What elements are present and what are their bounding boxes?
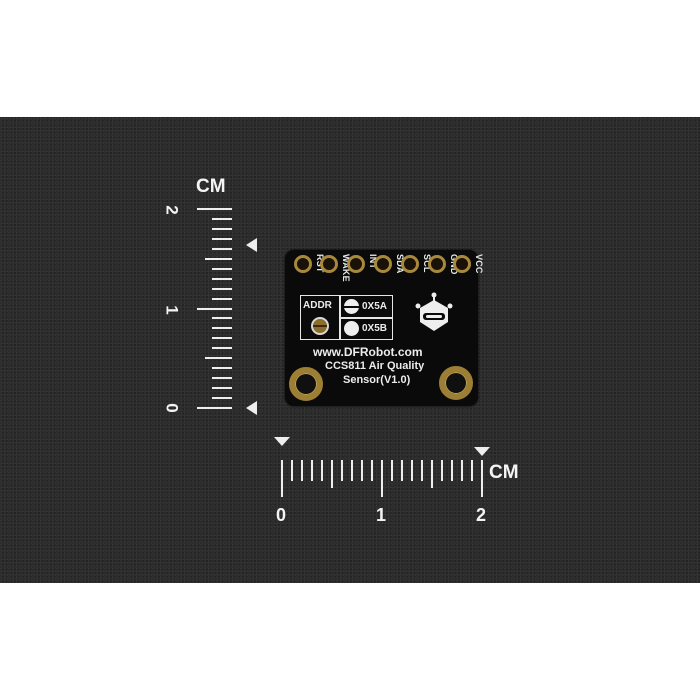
ruler-tick xyxy=(212,237,232,240)
website-text: www.DFRobot.com xyxy=(313,345,423,359)
mounting-hole-right xyxy=(439,366,473,400)
solder-jumper-pad xyxy=(311,317,329,335)
divider xyxy=(339,296,341,339)
ruler-tick xyxy=(205,257,232,260)
ruler-tick xyxy=(212,297,232,300)
vertical-ruler-unit: CM xyxy=(196,176,226,197)
ruler-tick xyxy=(431,460,433,488)
marker-triangle-icon xyxy=(246,238,257,252)
marker-triangle-icon xyxy=(274,437,290,446)
ruler-tick xyxy=(441,460,443,481)
ruler-tick xyxy=(291,460,293,481)
horizontal-ruler-label-2: 2 xyxy=(476,505,487,525)
horizontal-ruler-unit: CM xyxy=(489,462,519,483)
ruler-tick xyxy=(451,460,453,481)
ruler-tick xyxy=(212,337,232,340)
ruler-tick xyxy=(212,317,232,320)
ruler-tick xyxy=(197,208,232,210)
addr-label: ADDR xyxy=(303,300,332,311)
horizontal-ruler-label-1: 1 xyxy=(376,505,387,525)
ruler-tick xyxy=(205,357,232,360)
ruler-tick xyxy=(197,307,232,310)
pin-pad-scl xyxy=(401,255,419,273)
ruler-tick xyxy=(331,460,333,488)
vertical-ruler-label-1: 1 xyxy=(162,305,182,315)
ruler-tick xyxy=(212,347,232,350)
pin-pad-wake xyxy=(320,255,338,273)
ruler-tick xyxy=(481,460,483,497)
ruler-tick xyxy=(411,460,413,481)
ruler-tick xyxy=(212,327,232,330)
ruler-tick xyxy=(391,460,393,481)
vertical-ruler-label-2: 2 xyxy=(162,205,182,215)
ruler-tick xyxy=(212,377,232,380)
pin-pad-int xyxy=(347,255,365,273)
product-name-line1: CCS811 Air Quality xyxy=(325,360,425,372)
marker-triangle-icon xyxy=(246,401,257,415)
address-selector-box: ADDR 0X5A 0X5B xyxy=(300,295,393,340)
ruler-tick xyxy=(212,287,232,290)
addr-option-0x5b: 0X5B xyxy=(362,323,388,334)
dfrobot-logo-icon xyxy=(415,292,453,331)
marker-triangle-icon xyxy=(474,447,490,456)
divider xyxy=(340,317,392,319)
sensor-board: RSTWAKEINTSDASCLGNDVCC ADDR 0X5A 0X5B ww… xyxy=(285,250,484,406)
ruler-tick xyxy=(361,460,363,481)
product-name-line2: Sensor(V1.0) xyxy=(343,374,411,386)
pin-pad-sda xyxy=(374,255,392,273)
ruler-tick xyxy=(281,460,283,497)
ruler-tick xyxy=(461,460,463,481)
mounting-hole-left xyxy=(289,367,323,401)
jumper-0x5b-pad xyxy=(344,321,359,336)
jumper-0x5a-pad xyxy=(344,299,359,314)
ruler-tick xyxy=(212,397,232,400)
pin-pad-rst xyxy=(294,255,312,273)
pin-label-vcc: VCC xyxy=(474,254,484,274)
ruler-tick xyxy=(311,460,313,481)
ruler-tick xyxy=(197,407,232,409)
ruler-tick xyxy=(212,217,232,220)
horizontal-ruler-label-0: 0 xyxy=(276,505,287,525)
ruler-tick xyxy=(371,460,373,481)
ruler-tick xyxy=(381,460,383,497)
pin-pad-gnd xyxy=(428,255,446,273)
ruler-tick xyxy=(301,460,303,481)
ruler-tick xyxy=(212,227,232,230)
ruler-tick xyxy=(321,460,323,481)
ruler-tick xyxy=(471,460,473,481)
addr-option-0x5a: 0X5A xyxy=(362,301,388,312)
ruler-tick xyxy=(212,387,232,390)
ruler-tick xyxy=(341,460,343,481)
ruler-tick xyxy=(212,277,232,280)
ruler-tick xyxy=(351,460,353,481)
ruler-tick xyxy=(421,460,423,481)
vertical-ruler-label-0: 0 xyxy=(162,403,182,413)
ruler-tick xyxy=(212,267,232,270)
ruler-tick xyxy=(212,247,232,250)
pin-pad-vcc xyxy=(453,255,471,273)
ruler-tick xyxy=(212,367,232,370)
ruler-tick xyxy=(401,460,403,481)
